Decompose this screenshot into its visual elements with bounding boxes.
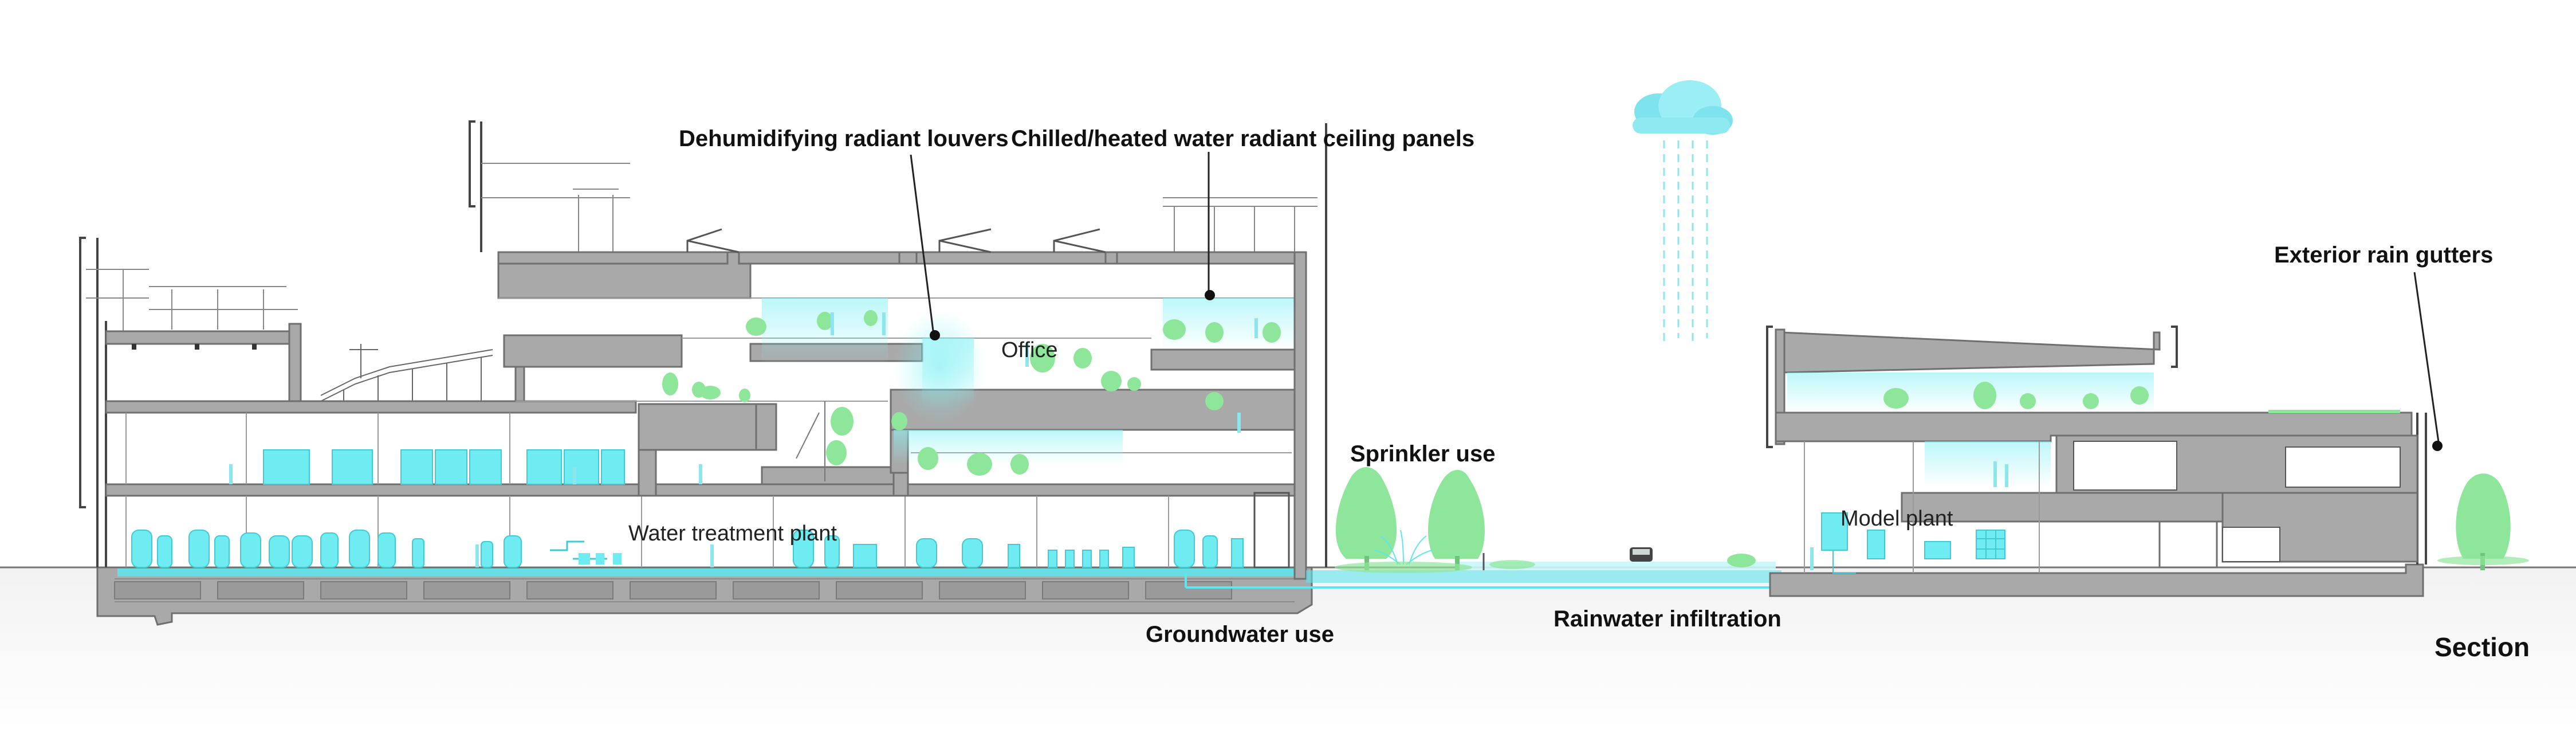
label-groundwater-use: Groundwater use (1146, 622, 1334, 647)
label-radiant-ceiling-panels: Chilled/heated water radiant ceiling pan… (1011, 126, 1474, 151)
label-dehumidifying-louvers: Dehumidifying radiant louvers (679, 126, 1009, 151)
label-water-treatment-plant: Water treatment plant (628, 522, 837, 546)
label-sprinkler-use: Sprinkler use (1350, 441, 1495, 467)
right-building (1766, 326, 2529, 597)
sawtooth-roof (497, 251, 1299, 265)
interior-plants (662, 310, 1281, 476)
water-tanks-upper (263, 449, 625, 485)
exterior-landscape (1185, 80, 1833, 589)
tree-icon (1428, 470, 1485, 570)
tree-icon (1335, 467, 1397, 570)
label-rainwater-infiltration: Rainwater infiltration (1554, 606, 1781, 632)
ceiling-panel-marker (1205, 290, 1215, 300)
tree-icon (2456, 473, 2511, 570)
section-title: Section (2435, 632, 2530, 662)
rain-icon (1663, 140, 1708, 344)
label-office: Office (1001, 338, 1058, 362)
car-icon (1630, 547, 1653, 562)
rain-gutter-marker (2432, 441, 2443, 451)
label-exterior-rain-gutters: Exterior rain gutters (2274, 242, 2493, 268)
cloud-icon (1633, 80, 1733, 135)
people (229, 312, 1258, 567)
main-building (79, 120, 1327, 626)
label-model-plant: Model plant (1840, 507, 1953, 531)
model-plant-equipment (1821, 512, 2005, 559)
leader-lines (910, 152, 2440, 446)
louver-marker (930, 330, 940, 340)
water-tanks-lower (131, 530, 1244, 568)
